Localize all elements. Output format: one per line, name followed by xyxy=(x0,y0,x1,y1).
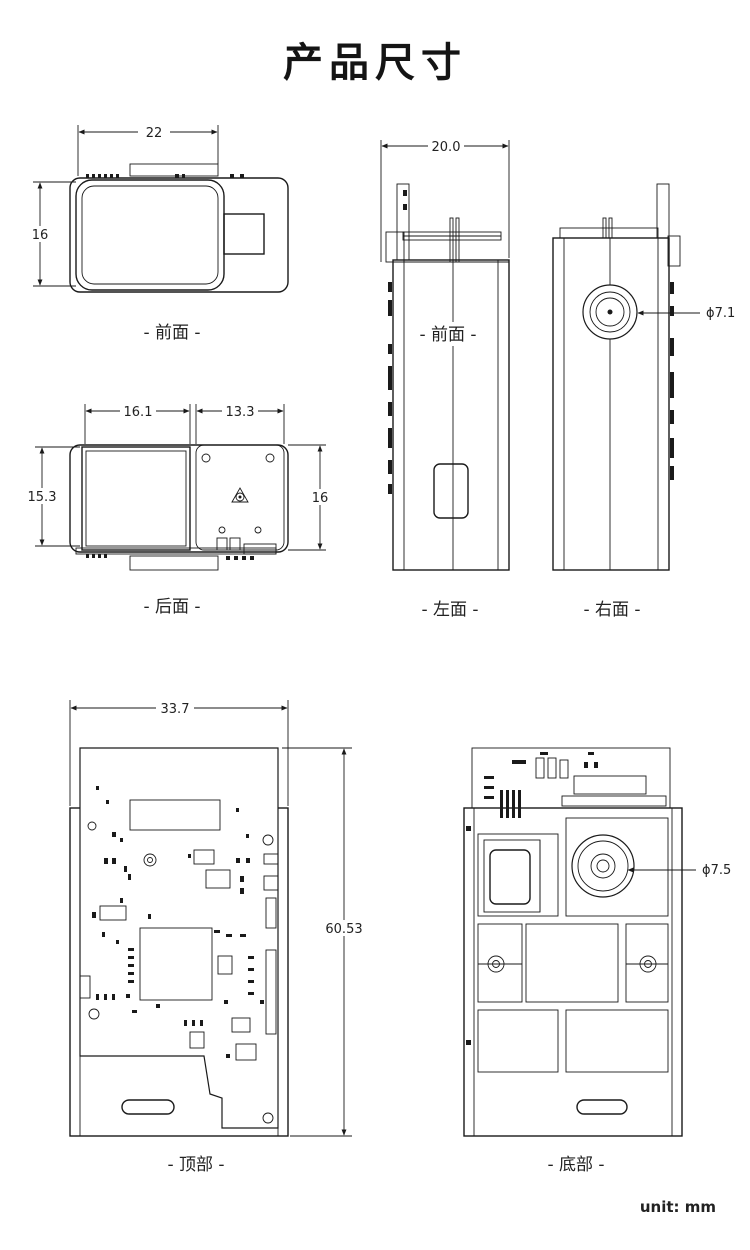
front-view: 22 16 - 前面 - xyxy=(26,124,289,343)
unit-label: unit: mm xyxy=(640,1198,716,1216)
right-view: ϕ7.1 - 右面 - xyxy=(552,183,735,620)
left-view: 20.0 - 前面 - - 左面 - xyxy=(380,138,510,620)
top-height-label: 60.53 xyxy=(325,922,362,937)
back-view: 16.1 13.3 15.3 16 - 后面 - xyxy=(24,403,334,617)
top-view: 33.7 60.53 - 顶部 - xyxy=(69,700,368,1175)
top-caption: - 顶部 - xyxy=(167,1155,224,1175)
front-caption: - 前面 - xyxy=(143,323,200,343)
front-height-label: 16 xyxy=(32,228,49,243)
back-width-right-label: 13.3 xyxy=(226,405,255,420)
back-width-left-label: 16.1 xyxy=(124,405,153,420)
front-width-label: 22 xyxy=(146,126,163,141)
right-diameter-label: ϕ7.1 xyxy=(706,306,735,321)
bottom-view: ϕ7.5 - 底部 - xyxy=(463,747,731,1175)
left-inner-caption: - 前面 - xyxy=(419,325,476,345)
right-caption: - 右面 - xyxy=(583,600,640,620)
left-caption: - 左面 - xyxy=(421,600,478,620)
bottom-diameter-label: ϕ7.5 xyxy=(702,863,731,878)
back-caption: - 后面 - xyxy=(143,597,200,617)
back-height-left-label: 15.3 xyxy=(28,490,57,505)
page-title: 产品尺寸 xyxy=(283,40,467,86)
back-height-right-label: 16 xyxy=(312,491,329,506)
left-width-label: 20.0 xyxy=(432,140,461,155)
bottom-caption: - 底部 - xyxy=(547,1155,604,1175)
top-width-label: 33.7 xyxy=(161,702,190,717)
